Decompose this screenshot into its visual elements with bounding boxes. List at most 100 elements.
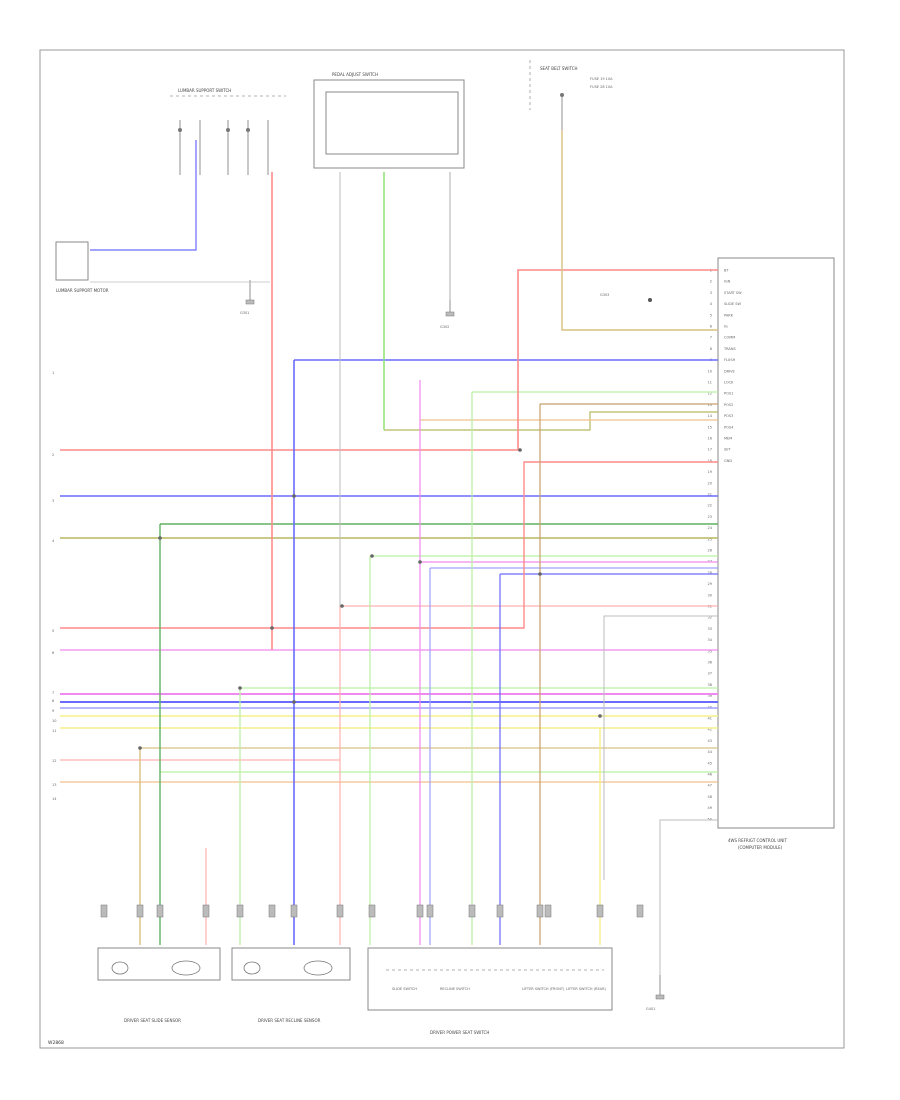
ecu-pin-number: 18 [708,459,712,463]
junction-dot-8 [340,604,344,608]
row-number: 11 [52,729,56,733]
ecu-pin-name: LOCK [724,381,734,385]
ecu-pin-number: 32 [708,616,712,620]
ecu-pin-number: 33 [708,627,712,631]
ecu-pin-name: POS3 [724,414,733,418]
row-number: 9 [52,709,54,713]
ecu-box [717,257,835,829]
ecu-pin-number: 15 [708,425,712,429]
connector-6 [290,904,298,918]
wire-tan-1 [561,130,718,331]
ground-symbol-2: G302 [440,300,455,329]
lumbar-switch: LUMBAR SUPPORT SWITCH [170,88,286,175]
junction-dot-4 [158,536,162,540]
ecu-pin-number: 38 [708,683,712,687]
wire-blu-47 [90,140,197,251]
row-number: 13 [52,783,56,787]
ecu-pin-number: 12 [708,392,712,396]
row-number: 5 [52,629,54,633]
row-number: 4 [52,539,55,543]
pedal-adjust-label: PEDAL ADJUST SWITCH [332,72,378,77]
ecu-pin-number: 25 [708,537,712,541]
row-number: 1 [52,371,54,375]
seat-belt-switch: SEAT BELT SWITCH FUSE 19 10A FUSE 28 10A [529,60,613,130]
ecu-pin-number: 6 [710,325,712,329]
ecu-pin-number: 11 [708,381,712,385]
ecu-pin-number: 47 [708,784,712,788]
wire-red-16 [60,461,718,629]
junction-dot-0 [292,494,296,498]
ecu-pin-number: 14 [708,414,713,418]
ecu-pin-name: IG [724,325,728,329]
ecu-pin-number: 42 [708,728,712,732]
junction-dot-7 [538,572,542,576]
wire-harness [60,130,718,975]
ecu-pin-name: PARK [724,313,734,317]
ecu-pin-number: 49 [708,806,712,810]
ecu-pin-number: 37 [708,672,712,676]
fuse-label-2: FUSE 28 10A [590,85,613,89]
ground-3-label: G303 [600,293,609,297]
slide-sensor-right-label: DRIVER SEAT RECLINE SENSOR [258,1018,321,1023]
ecu-pin-name: POS1 [724,392,733,396]
ecu-title-2: (COMPUTER MODULE) [738,845,783,850]
row-number: 8 [52,699,54,703]
ecu-pin-number: 10 [708,369,712,373]
connector-10 [426,904,434,918]
ecu-pin-number: 44 [708,750,713,754]
wire-gry-44 [603,615,718,880]
row-number: 2 [52,453,54,457]
junction-dot-9 [238,686,242,690]
ecu-pin-number: 41 [708,717,712,721]
ecu-pin-number: 29 [708,582,712,586]
pedal-adjust-switch: PEDAL ADJUST SWITCH [313,72,465,169]
row-number: 10 [52,719,56,723]
ecu-pin-number: 13 [708,403,712,407]
connector-13 [536,904,544,918]
row-number: 3 [52,499,54,503]
diagram-frame [39,49,845,1049]
ecu-pin-number: 39 [708,694,712,698]
connector-0 [100,904,108,918]
slide-sensor-left-label: DRIVER SEAT SLIDE SENSOR [124,1018,181,1023]
ecu-pin-name: DRIVE [724,369,735,373]
ecu-pin-number: 4 [710,302,713,306]
junction-dot-3 [518,448,522,452]
wire-olv-5 [384,411,718,431]
connector-3 [202,904,210,918]
ecu-pin-number: 17 [708,448,712,452]
ecu-pin-name: GND [724,459,732,463]
ecu-pin-number: 5 [710,313,712,317]
junction-dot-5 [370,554,374,558]
ground-symbol-3: G303 [600,293,652,302]
ground-symbol-bottom: G401 [646,975,665,1011]
junction-dot-2 [270,626,274,630]
connector-14 [544,904,552,918]
connector-1 [136,904,144,918]
connector-4 [236,904,244,918]
ground-bottom-label: G401 [646,1007,655,1011]
ecu-pin-name: SLIDE SW [724,302,741,306]
ground-2-label: G302 [440,325,449,329]
lumbar-switch-label: LUMBAR SUPPORT SWITCH [178,88,231,93]
ecu-pin-number: 22 [708,504,712,508]
lifter-front-label: LIFTER SWITCH (FRONT) [522,987,565,991]
junction-dot-10 [598,714,602,718]
ecu-pin-number: 26 [708,549,712,553]
ecu-pin-number: 43 [708,739,712,743]
ecu-pin-number: 46 [708,773,712,777]
slide-switch-label: SLIDE SWITCH [392,987,417,991]
lumbar-motor: LUMBAR SUPPORT MOTOR [55,241,109,293]
ecu-pin-number: 28 [708,571,712,575]
slide-sensor-left: DRIVER SEAT SLIDE SENSOR [97,947,221,1023]
power-seat-switch: SLIDE SWITCH RECLINE SWITCH LIFTER SWITC… [367,947,613,1035]
ecu-pin-number: 16 [708,437,712,441]
ecu-pin-name: POS2 [724,403,733,407]
junction-dot-6 [418,560,422,564]
power-seat-switch-label: DRIVER POWER SEAT SWITCH [430,1030,489,1035]
connector-8 [368,904,376,918]
ecu-title-1: 4WS REFRIGT CONTROL UNIT [728,838,787,843]
ecu-pin-number: 36 [708,661,712,665]
connector-16 [636,904,644,918]
